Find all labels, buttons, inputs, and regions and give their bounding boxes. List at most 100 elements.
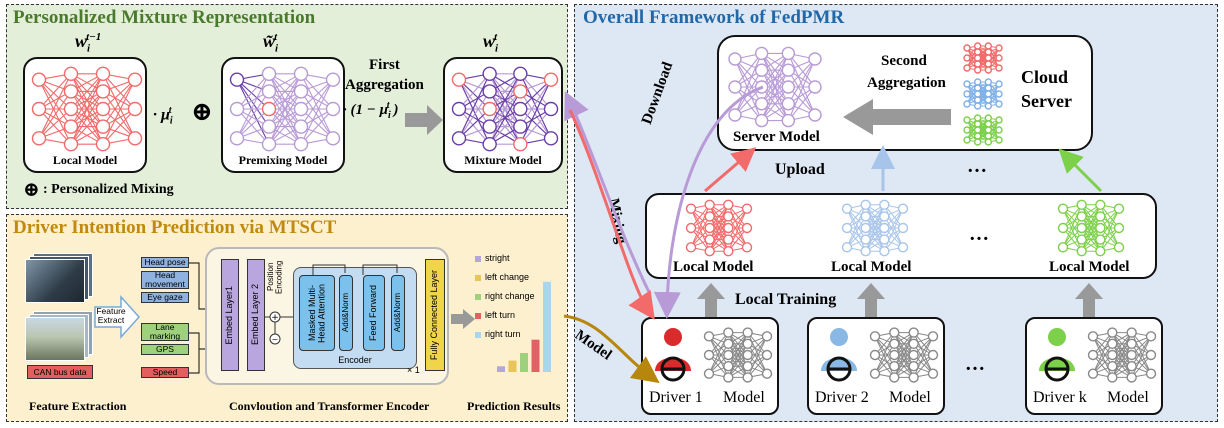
embed-layer-2: Embed Layer 2 <box>247 259 265 371</box>
second-agg-2: Aggregation <box>867 75 946 91</box>
driver-2-name: Driver 2 <box>815 389 869 406</box>
pmr-legend: : Personalized Mixing <box>43 182 174 197</box>
pmr-premixing-box: Premixing Model <box>221 57 345 173</box>
driver-k-name: Driver k <box>1033 389 1087 406</box>
feature-speed: Speed <box>141 367 189 378</box>
local-model-label-2: Local Model <box>831 259 912 275</box>
dip-panel: Driver Intention Prediction via MTSCT CA… <box>6 214 568 422</box>
server-net-icon <box>728 46 822 128</box>
pmr-panel: Personalized Mixture Representation wit−… <box>6 4 568 209</box>
fw-panel: Overall Framework of FedPMR Server Model… <box>572 4 1218 422</box>
driver-2-icon <box>821 328 857 382</box>
fw-title: Overall Framework of FedPMR <box>583 7 845 28</box>
feature-head-movement: Head movement <box>141 271 189 289</box>
feed-forward: Feed Forward <box>363 275 385 351</box>
first-agg-label-1: First <box>369 57 400 73</box>
driver-k-model-icon <box>1087 327 1157 383</box>
feature-extract-label: Feature Extract <box>96 306 126 325</box>
local-net-blue <box>841 199 909 257</box>
driver-1-model-icon <box>703 327 773 383</box>
footer-encoder: Convloution and Transformer Encoder <box>229 399 430 413</box>
pmr-title: Personalized Mixture Representation <box>13 7 316 28</box>
encoder-times: × 1 <box>407 365 420 375</box>
encoder-label: Encoder <box>338 355 372 365</box>
driver-k-model: Model <box>1107 389 1149 406</box>
second-agg-arrow <box>843 99 951 135</box>
legend-right-change: right change <box>475 291 535 301</box>
legend-stright: stright <box>475 253 510 263</box>
mu-mult: · μit <box>153 105 173 127</box>
server-box: Server Model Second Aggregation Cloud Se… <box>717 35 1093 151</box>
embed-layer-1: Embed Layer1 <box>221 259 239 371</box>
bar-right-turn <box>543 281 551 372</box>
driver-k-icon <box>1039 328 1075 382</box>
feature-head-pose: Head pose <box>141 257 189 268</box>
cloud-net-icons <box>963 42 1003 146</box>
server-model-label: Server Model <box>733 129 820 145</box>
driver-2-model-icon <box>869 327 939 383</box>
legend-left-change: left change <box>475 272 529 282</box>
bar-left-turn <box>531 339 540 372</box>
driver-1-name: Driver 1 <box>649 389 703 406</box>
position-encoding-label: Position Encoding <box>265 260 283 294</box>
position-add-icon: + ~ <box>265 311 293 345</box>
w-prev-label: wit−1 <box>75 31 102 55</box>
masked-mha: Masked Multi-Head Attention <box>299 275 335 351</box>
local-net-green <box>1057 199 1125 257</box>
pmr-premixing-label: Premixing Model <box>238 153 328 167</box>
feature-eye-gaze: Eye gaze <box>141 292 189 303</box>
first-agg-label-2: Aggregation <box>345 77 424 93</box>
w-t-label: wit <box>483 31 499 55</box>
second-agg-1: Second <box>881 53 927 69</box>
local-model-label-1: Local Model <box>673 259 754 275</box>
cloud-label-1: Cloud <box>1021 67 1069 87</box>
driver-box-k: Driver k Model <box>1025 317 1163 415</box>
pmr-local-model-box: Local Model <box>23 57 147 173</box>
add-norm-1: Add&Norm <box>339 275 353 351</box>
local-net-red <box>685 199 753 257</box>
cross-panel-arrows <box>563 91 660 384</box>
bar-stright <box>497 366 505 372</box>
prediction-legend: stright left change right change left tu… <box>475 253 565 353</box>
svg-text:+: + <box>271 313 279 323</box>
driver-1-model: Model <box>723 389 765 406</box>
driver-box-1: Driver 1 Model <box>641 317 779 415</box>
local-models-box: Local Model Local Model … Local Model <box>645 193 1157 279</box>
mixture-net-icon <box>451 66 559 152</box>
local-training-label: Local Training <box>735 291 837 308</box>
legend-left-turn: left turn <box>475 310 515 320</box>
feature-gps: GPS <box>141 344 189 355</box>
local-model-label-3: Local Model <box>1049 259 1130 275</box>
pmr-mixture-label: Mixture Model <box>464 153 542 167</box>
one-minus-mu: · (1 − μit) <box>343 100 399 121</box>
upload-arrows <box>704 145 1103 193</box>
upload-ellipsis: … <box>967 155 987 177</box>
legend-right-turn: right turn <box>475 329 521 339</box>
w-tilde-label: w̃it <box>263 31 279 55</box>
oplus-legend-icon: ⊕ <box>23 179 40 201</box>
add-norm-2: Add&Norm <box>391 275 405 351</box>
driver-box-2: Driver 2 Model <box>807 317 945 415</box>
first-agg-arrow <box>405 105 443 135</box>
upload-label: Upload <box>775 161 825 178</box>
feature-lane-marking: Lane marking <box>141 323 189 341</box>
cloud-label-2: Server <box>1021 91 1072 111</box>
output-arrow <box>451 309 475 329</box>
local-training-arrows <box>697 283 1103 317</box>
fc-layer: Fully Connected Layer <box>425 259 445 371</box>
download-mixing-arrows <box>653 85 764 319</box>
footer-feature-extraction: Feature Extraction <box>29 399 127 413</box>
pmr-local-model-label: Local Model <box>52 153 118 167</box>
can-bus-box: CAN bus data <box>27 365 93 379</box>
svg-text:~: ~ <box>272 335 279 344</box>
residual-arrows <box>312 264 398 275</box>
premixing-net-icon <box>229 66 341 152</box>
feature-extract-arrow <box>94 295 141 339</box>
local-net-icon <box>31 66 143 152</box>
prediction-chart <box>497 281 551 372</box>
road-image-stack <box>25 311 93 361</box>
pmr-mixture-box: Mixture Model <box>443 57 563 173</box>
driver-ellipsis: … <box>965 353 985 375</box>
camera-image-stack <box>25 253 93 303</box>
bar-left-change <box>508 360 517 372</box>
